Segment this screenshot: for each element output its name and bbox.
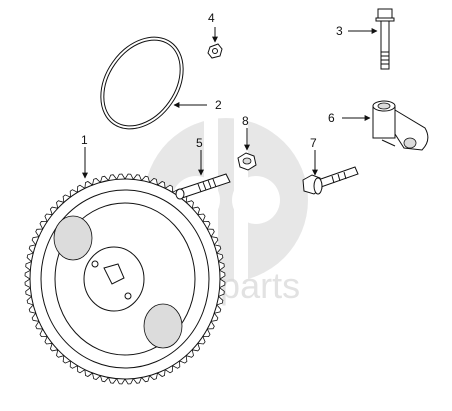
callout-6: 6	[328, 111, 335, 125]
callout-1: 1	[81, 133, 88, 147]
bolt-long	[375, 8, 395, 70]
gear-hole-upper	[53, 215, 93, 261]
gear-hole-lower	[143, 303, 183, 349]
shaft-pin	[175, 173, 231, 200]
nut-small	[207, 43, 223, 59]
rocker-bracket	[372, 100, 429, 151]
washer	[237, 152, 257, 171]
callout-7: 7	[310, 136, 317, 150]
callout-4: 4	[208, 11, 215, 25]
callout-3: 3	[336, 24, 343, 38]
callout-8: 8	[242, 114, 249, 128]
seal-ring	[100, 36, 184, 130]
callout-5: 5	[196, 136, 203, 150]
flange-bolt	[302, 166, 359, 195]
camshaft-gear	[24, 173, 226, 385]
callout-2: 2	[215, 98, 222, 112]
gear-hub	[83, 246, 145, 312]
